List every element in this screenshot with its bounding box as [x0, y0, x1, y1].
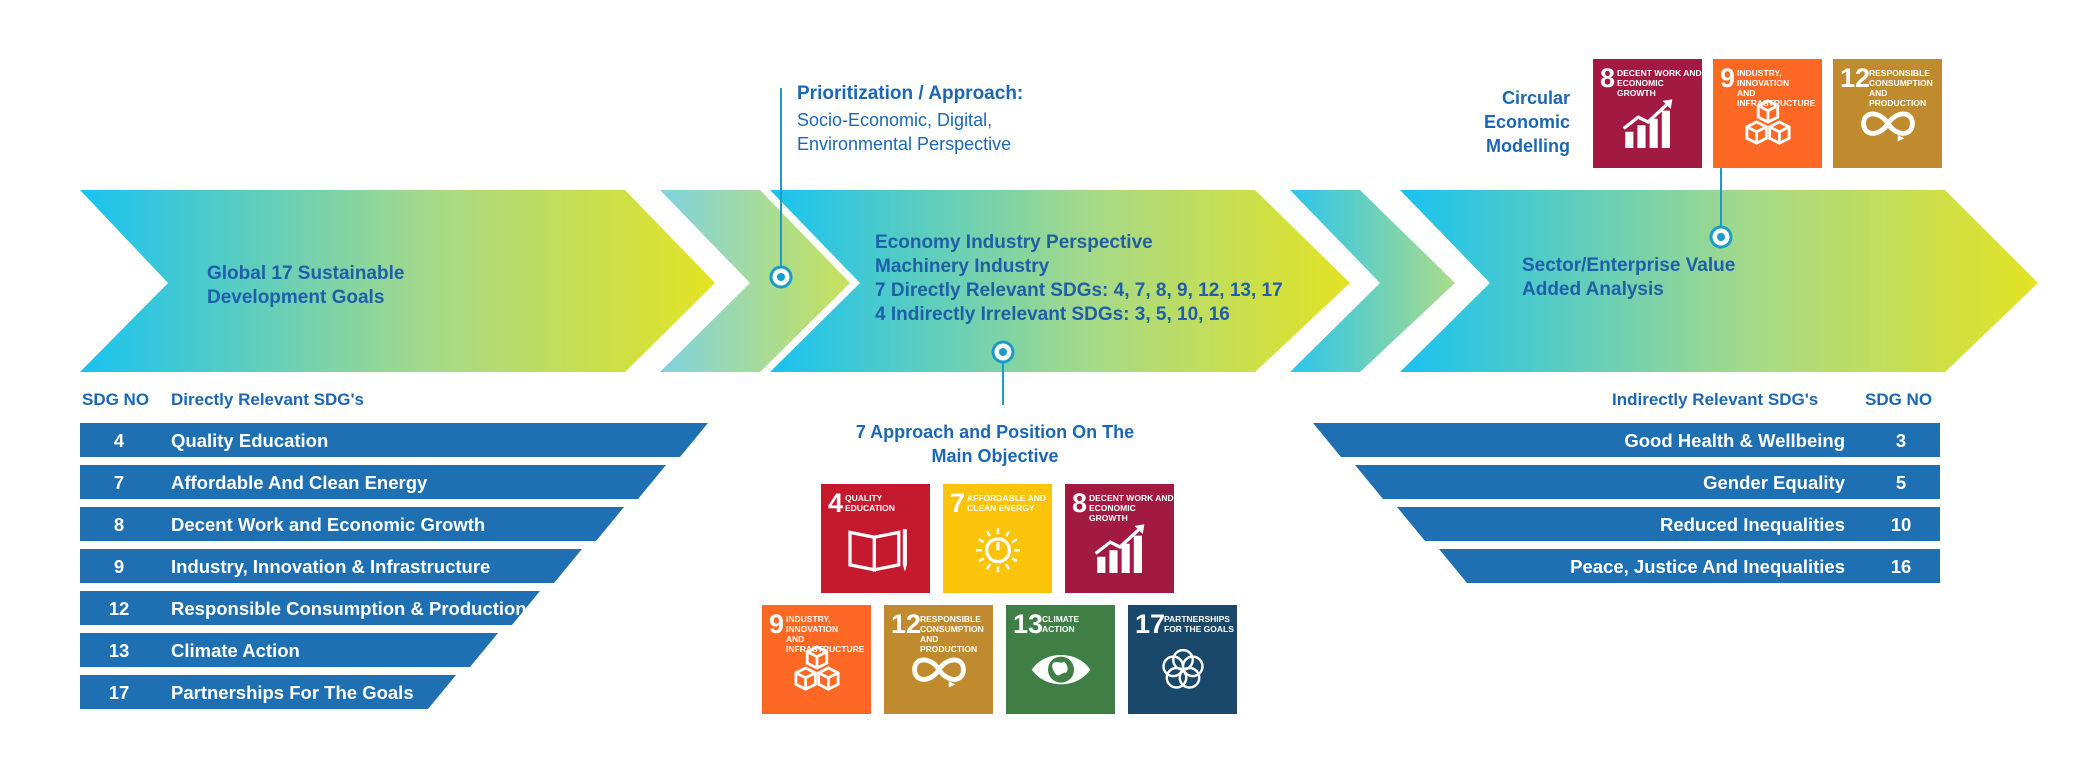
chevron-global: [80, 190, 715, 372]
sdg-tile-number: 12: [1840, 63, 1871, 93]
direct-header-no: SDG NO: [82, 390, 150, 409]
sdg-tile-number: 9: [1720, 63, 1736, 93]
sdg-tile-number: 7: [950, 488, 966, 518]
direct-row-label: Partnerships For The Goals: [171, 682, 414, 703]
chevron-connector-1: [660, 190, 850, 372]
direct-row-sdg-no: 17: [108, 682, 130, 703]
sdg-tile-number: 13: [1013, 609, 1044, 639]
rings-icon: [1150, 642, 1215, 702]
sdg-tile-label: INDUSTRY, INNOVATION AND INFRASTRUCTURE: [786, 614, 865, 654]
sdg-tile-label: DECENT WORK AND ECONOMIC GROWTH: [1617, 68, 1702, 98]
chevron-economy-text: Economy Industry Perspective Machinery I…: [875, 232, 1283, 325]
indirect-header-no: SDG NO: [1865, 390, 1933, 409]
sdg-tile-label: RESPONSIBLE CONSUMPTION AND PRODUCTION: [920, 614, 984, 654]
sdg-tile-label: CLIMATE ACTION: [1042, 614, 1080, 634]
direct-row-label: Responsible Consumption & Production: [171, 598, 527, 619]
chevron-connector-2: [1290, 190, 1455, 372]
sdg-tile-label: AFFORDABLE AND CLEAN ENERGY: [967, 493, 1047, 513]
sdg-tile-number: 4: [828, 488, 844, 518]
sdg-tile-number: 17: [1135, 609, 1166, 639]
direct-row-bar: [80, 465, 666, 499]
sdg-tile-label: PARTNERSHIPS FOR THE GOALS: [1164, 614, 1234, 634]
cubes-icon: [1735, 96, 1800, 156]
prioritization-title: Prioritization / Approach:: [797, 83, 1024, 104]
direct-row-bar: [80, 675, 456, 709]
indirect-row-label: Peace, Justice And Inequalities: [1570, 556, 1845, 577]
direct-row-bar: [80, 549, 582, 583]
direct-row-label: Climate Action: [171, 640, 300, 661]
infinity-icon: [906, 642, 971, 702]
approach-position-label: 7 Approach and Position On The Main Obje…: [855, 422, 1135, 466]
indirect-row-label: Reduced Inequalities: [1659, 514, 1845, 535]
indirect-row-bar: [1313, 423, 1940, 457]
direct-row-label: Industry, Innovation & Infrastructure: [171, 556, 491, 577]
direct-row-sdg-no: 7: [113, 472, 125, 493]
sdg-tile-number: 8: [1600, 63, 1616, 93]
indirect-header-label: Indirectly Relevant SDG's: [1612, 390, 1819, 409]
earth-eye-icon: [1028, 642, 1093, 702]
direct-row-sdg-no: 12: [108, 598, 130, 619]
chevron-sector: [1400, 190, 2038, 372]
growth-chart-icon: [1615, 96, 1680, 156]
indirect-row-sdg-no: 5: [1895, 472, 1907, 493]
sdg-tile-number: 8: [1072, 488, 1088, 518]
infinity-icon: [1855, 96, 1920, 156]
indirect-row-sdg-no: 16: [1890, 556, 1912, 577]
direct-row-sdg-no: 9: [113, 556, 125, 577]
sun-power-icon: [965, 521, 1030, 581]
direct-row-label: Decent Work and Economic Growth: [171, 514, 486, 535]
indirect-row-sdg-no: 10: [1890, 514, 1912, 535]
cubes-icon: [784, 642, 849, 702]
direct-row-label: Affordable And Clean Energy: [171, 472, 428, 493]
sdg-tile-label: RESPONSIBLE CONSUMPTION AND PRODUCTION: [1869, 68, 1933, 108]
direct-row-sdg-no: 8: [113, 514, 125, 535]
indirect-row-sdg-no: 3: [1895, 430, 1907, 451]
chevron-sector-text: Sector/Enterprise Value Added Analysis: [1522, 255, 1736, 300]
chevron-global-text: Global 17 Sustainable Development Goals: [207, 263, 405, 308]
indirect-row-bar: [1355, 465, 1940, 499]
sdg-tile-label: QUALITY EDUCATION: [845, 493, 895, 513]
sdg-tile-label: INDUSTRY, INNOVATION AND INFRASTRUCTURE: [1737, 68, 1816, 108]
direct-row-sdg-no: 4: [113, 430, 125, 451]
direct-row-bar: [80, 633, 498, 667]
sdg-tile-number: 12: [891, 609, 922, 639]
sdg-tile-number: 9: [769, 609, 785, 639]
direct-row-label: Quality Education: [171, 430, 329, 451]
indirect-row-bar: [1439, 549, 1940, 583]
direct-header-label: Directly Relevant SDG's: [171, 390, 365, 409]
circular-economic-modelling-label: Circular Economic Modelling: [1483, 88, 1570, 156]
book-icon: [843, 521, 908, 581]
chevron-economy: [770, 190, 1350, 372]
direct-row-bar: [80, 591, 540, 625]
growth-chart-icon: [1087, 521, 1152, 581]
indirect-row-label: Good Health & Wellbeing: [1624, 430, 1845, 451]
indirect-row-bar: [1397, 507, 1940, 541]
direct-row-sdg-no: 13: [108, 640, 130, 661]
sdg-tile-label: DECENT WORK AND ECONOMIC GROWTH: [1089, 493, 1174, 523]
indirect-row-label: Gender Equality: [1703, 472, 1845, 493]
direct-row-bar: [80, 423, 708, 457]
prioritization-body: Socio-Economic, Digital, Environmental P…: [797, 110, 1012, 154]
direct-row-bar: [80, 507, 624, 541]
